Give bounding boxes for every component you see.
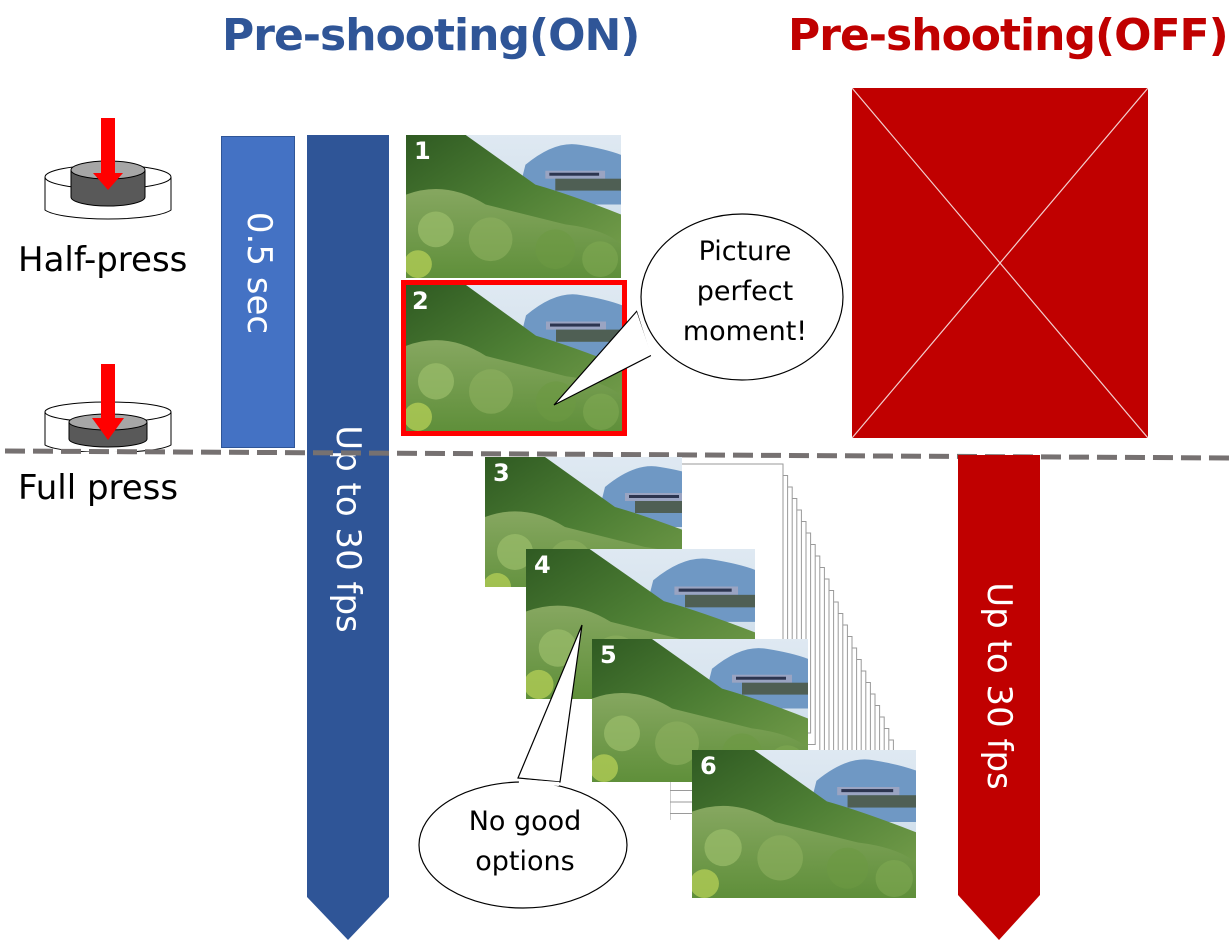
frame-number: 1 [414,137,431,165]
pre-shooting-on-rate-label: Up to 30 fps [328,425,368,633]
buffer-duration-bar: 0.5 sec [221,136,295,448]
callout-good-text: Picture perfect moment! [650,232,840,352]
callout-bad-text: No good options [430,802,620,882]
callout-good-line: perfect [696,276,794,307]
callout-bad-bubble [418,624,628,909]
frame-3: 3 [485,457,682,587]
callout-bad-line: options [475,846,575,877]
frame-number: 5 [600,641,617,669]
buffer-duration-label: 0.5 sec [239,211,279,335]
shutter-button-half-press-icon [44,118,172,220]
title-pre-shooting-on: Pre-shooting(ON) [222,10,640,61]
shutter-button-full-press-icon [44,364,172,452]
frame-number: 6 [700,752,717,780]
callout-bad-line: No good [468,806,582,837]
frame-1: 1 [406,135,621,278]
callout-good-bubble [553,213,844,406]
no-pre-capture-crossed-box [852,88,1148,438]
half-press-label: Half-press [18,240,188,280]
frame-number: 4 [534,551,551,579]
pre-shooting-off-rate-arrow [958,455,1040,940]
frame-6: 6 [692,750,916,898]
pre-shooting-on-rate-arrow [307,135,389,940]
frame-number: 3 [493,459,510,487]
frame-number: 2 [412,287,429,315]
frame-5: 5 [592,639,808,782]
pre-shooting-off-rate-label: Up to 30 fps [979,582,1019,790]
title-pre-shooting-off: Pre-shooting(OFF) [788,10,1229,61]
callout-good-line: Picture [698,236,792,267]
full-press-label: Full press [18,468,179,508]
callout-good-line: moment! [682,316,808,347]
frame-4: 4 [526,549,755,699]
landscape-photo [692,750,916,898]
